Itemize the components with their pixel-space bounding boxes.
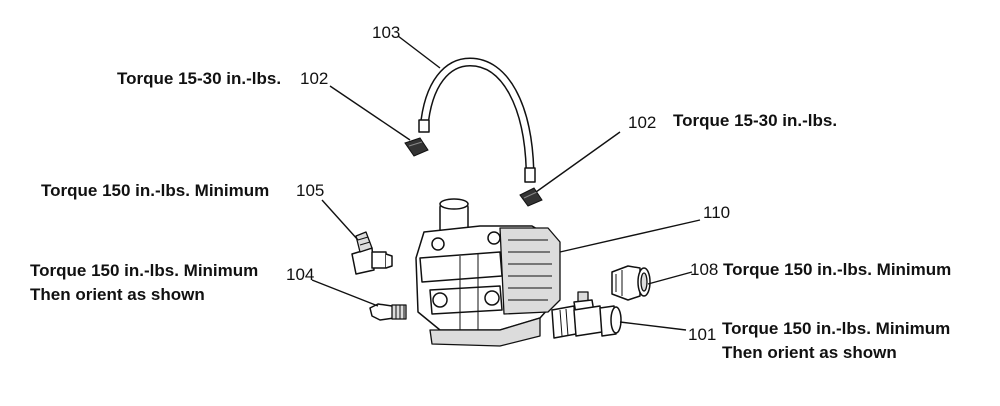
quick-connect-icon bbox=[611, 265, 651, 301]
inlet-fitting-icon bbox=[551, 291, 622, 339]
part-number-102-left: 102 bbox=[300, 69, 328, 88]
elbow-fitting-icon bbox=[404, 137, 429, 157]
torque-note-108: Torque 150 in.-lbs. Minimum bbox=[723, 260, 951, 279]
hose-icon bbox=[418, 57, 536, 183]
torque-note-104-line1: Torque 150 in.-lbs. Minimum bbox=[30, 261, 258, 280]
torque-note-105: Torque 150 in.-lbs. Minimum bbox=[41, 181, 269, 200]
elbow-fitting-icon bbox=[351, 231, 393, 275]
part-number-101: 101 bbox=[688, 325, 716, 344]
part-number-104: 104 bbox=[286, 265, 314, 284]
part-number-102-right: 102 bbox=[628, 113, 656, 132]
nipple-fitting-icon bbox=[369, 303, 407, 321]
part-number-103: 103 bbox=[372, 23, 400, 42]
torque-note-101-line1: Torque 150 in.-lbs. Minimum bbox=[722, 319, 950, 338]
part-number-110: 110 bbox=[703, 203, 730, 222]
torque-note-102-left: Torque 15-30 in.-lbs. bbox=[117, 69, 281, 88]
leader-lines bbox=[311, 35, 701, 331]
part-number-105: 105 bbox=[296, 181, 324, 200]
torque-note-102-right: Torque 15-30 in.-lbs. bbox=[673, 111, 837, 130]
pump-icon bbox=[415, 198, 561, 347]
torque-note-104-line2: Then orient as shown bbox=[30, 285, 205, 304]
part-number-108: 108 bbox=[690, 260, 718, 279]
torque-note-101-line2: Then orient as shown bbox=[722, 343, 897, 362]
